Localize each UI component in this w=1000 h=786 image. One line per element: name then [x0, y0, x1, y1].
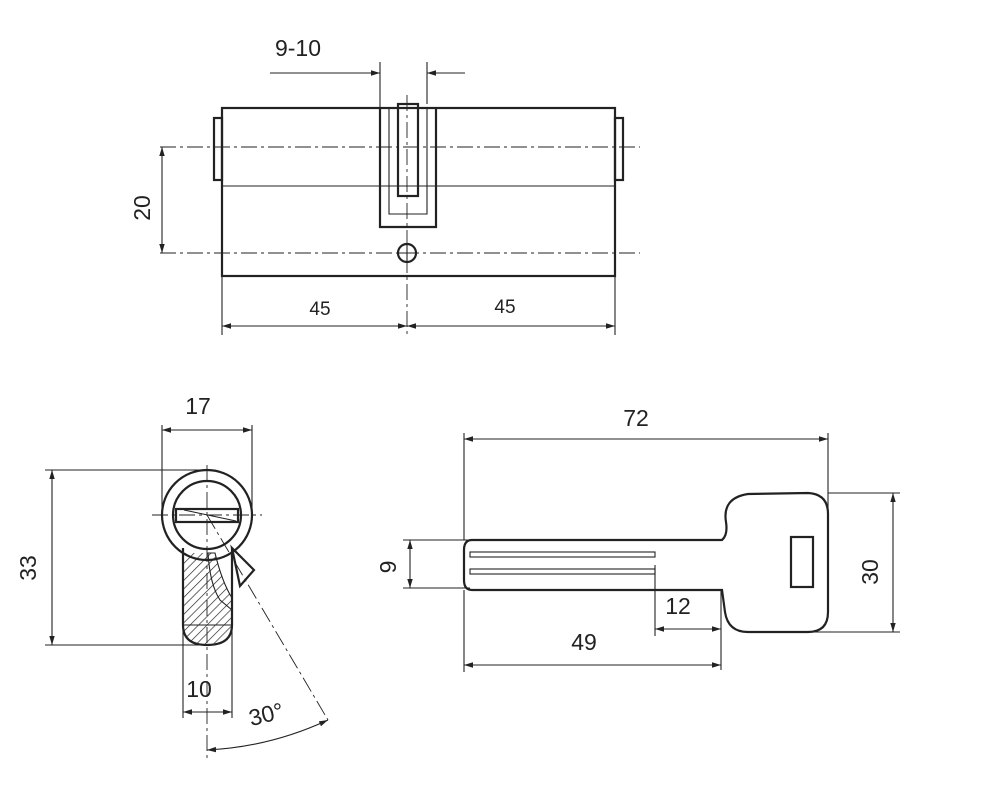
dim-left-length: 45 [309, 299, 330, 320]
cam-tab [230, 544, 256, 589]
cam [396, 102, 420, 198]
key-bow-hole [789, 535, 815, 589]
dim-key-blade: 9 [375, 561, 401, 574]
key-view: 72 9 30 12 49 [375, 405, 900, 672]
dim-side-bottom: 10 [186, 676, 212, 702]
profile-body [181, 548, 234, 647]
dim-key-head: 30 [857, 559, 883, 585]
angle-line [206, 514, 329, 721]
dim-key-length: 72 [623, 405, 649, 431]
dim-side-height: 33 [15, 555, 41, 581]
key-groove-upper [469, 551, 656, 558]
dim-height: 20 [129, 195, 155, 221]
right-end-cap [613, 116, 625, 182]
dim-key-shoulder: 12 [665, 593, 691, 619]
key-groove-lower [469, 568, 656, 575]
dim-angle: 30° [246, 697, 286, 731]
cam-slot-inner [388, 108, 428, 215]
cam-slot [378, 108, 438, 229]
profile-inner-cutout [207, 552, 233, 612]
keyway-line [183, 509, 237, 522]
cylinder-top-view: 9-10 20 45 45 [129, 35, 640, 335]
cylinder-side-view: 17 33 10 30° [15, 393, 329, 760]
profile-hatch [183, 553, 232, 645]
dim-slot-width: 9-10 [275, 35, 321, 61]
dim-right-length: 45 [494, 297, 515, 318]
key-outline [462, 491, 830, 634]
dim-side-width: 17 [185, 393, 211, 419]
angle-arc [206, 719, 329, 753]
dim-key-blade-length: 49 [571, 629, 597, 655]
left-end-cap [212, 116, 224, 182]
